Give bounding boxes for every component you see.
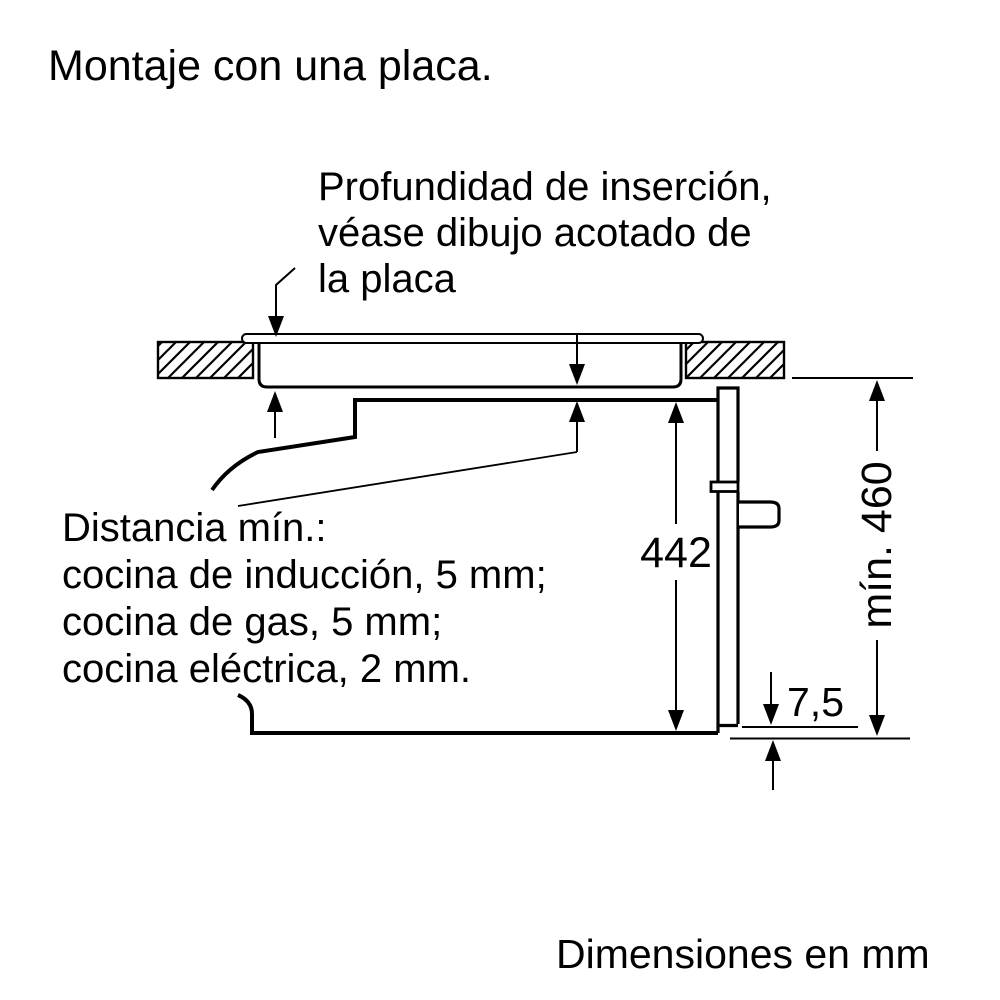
- oven-cross-section: [210, 386, 781, 735]
- insertion-depth-callout-line-1: Profundidad de inserción,: [318, 165, 772, 209]
- insertion-depth-arrowhead-center: [569, 364, 585, 385]
- hob-top-lip: [241, 333, 704, 344]
- dim-75-arrowhead-down: [763, 704, 779, 725]
- dimension-7-5: [742, 672, 858, 790]
- dimension-min-460: [730, 377, 913, 740]
- min-distance-callout-line-1: Distancia mín.:: [62, 506, 327, 550]
- min-distance-callout-line-3: cocina de gas, 5 mm;: [62, 600, 443, 644]
- gap-arrowhead-left: [267, 391, 283, 412]
- dim-460-arrowhead-top: [869, 380, 885, 401]
- dim-442-arrowhead-bottom: [668, 710, 684, 731]
- hob-cross-section: [241, 333, 704, 389]
- dim-442-arrowhead-top: [668, 402, 684, 423]
- oven-top-edge: [210, 398, 717, 492]
- min-distance-callout-line-2: cocina de inducción, 5 mm;: [62, 553, 547, 597]
- dimension-min-distance: [237, 391, 585, 507]
- worktop-left: [156, 340, 255, 380]
- diagram-title: Montaje con una placa.: [48, 42, 493, 90]
- worktop-right: [684, 340, 786, 380]
- oven-door-lower-edge: [718, 491, 740, 728]
- min-distance-callout-line-4: cocina eléctrica, 2 mm.: [62, 647, 472, 691]
- dim-460-arrowhead-bottom: [869, 715, 885, 736]
- dim-75-arrowhead-up: [765, 740, 781, 761]
- units-note: Dimensiones en mm: [556, 931, 930, 977]
- oven-front-ledge: [709, 480, 740, 493]
- gap-arrowhead-right: [569, 401, 585, 422]
- min-distance-leader-line: [237, 451, 578, 507]
- insertion-depth-callout-line-2: véase dibujo acotado de: [318, 211, 752, 255]
- insertion-depth-callout-line-3: la placa: [318, 257, 456, 301]
- dimension-label-442: 442: [640, 529, 712, 577]
- oven-front-frame: [716, 386, 740, 733]
- insertion-depth-arrowhead-left: [268, 316, 284, 337]
- dimension-label-min-460: mín. 460: [853, 461, 901, 629]
- dimension-442: [668, 402, 684, 731]
- dimension-label-7-5: 7,5: [787, 679, 844, 725]
- insertion-depth-leader-line: [275, 267, 296, 318]
- oven-knob: [739, 500, 781, 529]
- dimension-insertion-depth: [268, 267, 585, 385]
- insertion-depth-callout: Profundidad de inserción, véase dibujo a…: [318, 164, 772, 302]
- oven-bottom-edge: [237, 693, 718, 735]
- min-distance-callout: Distancia mín.: cocina de inducción, 5 m…: [62, 505, 547, 693]
